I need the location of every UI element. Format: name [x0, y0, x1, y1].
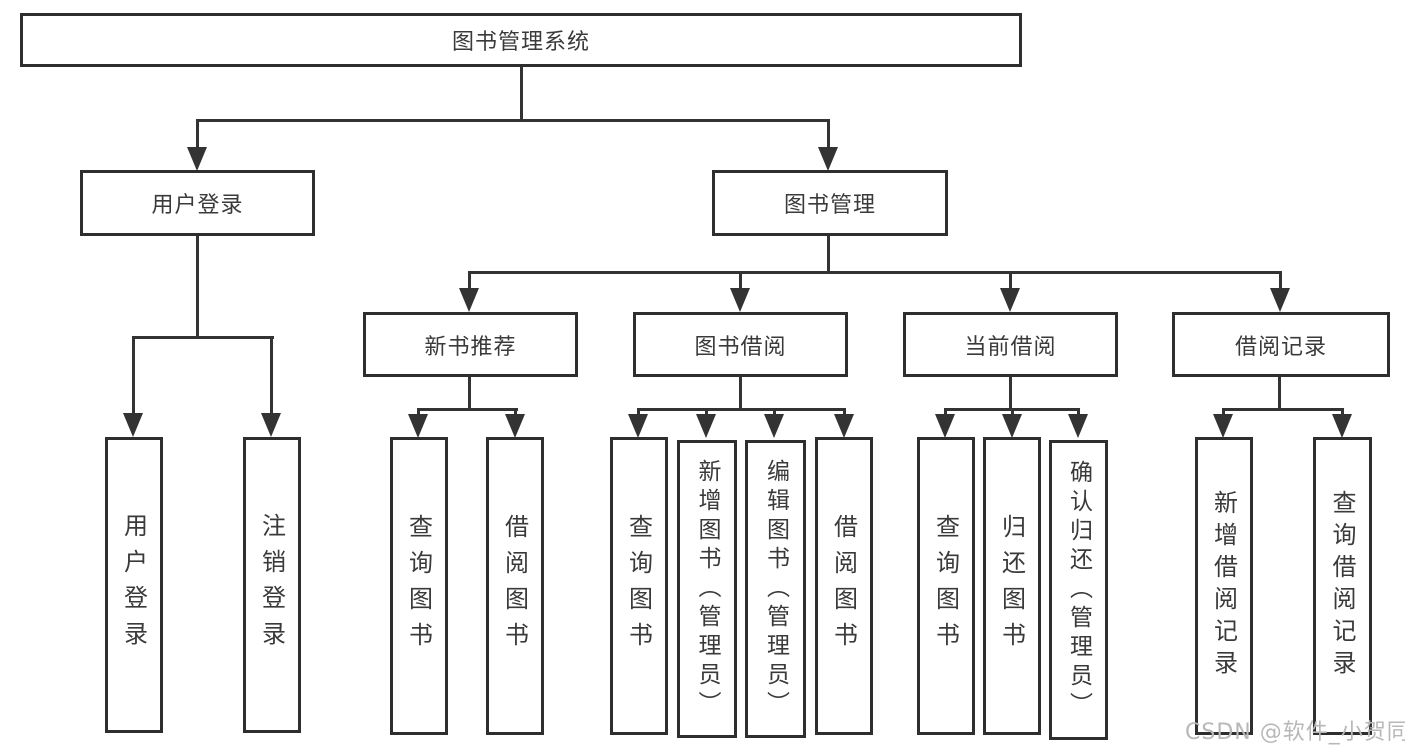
arrow-down-icon	[730, 288, 750, 312]
leaf-add-books-admin: 新增图书（管理员）	[677, 440, 737, 738]
arrow-down-icon	[1068, 414, 1088, 438]
leaf-query-books-current: 查询图书	[917, 437, 975, 735]
arrow-down-icon	[505, 414, 525, 438]
node-library-management-system: 图书管理系统	[20, 13, 1022, 67]
connector-line	[196, 119, 199, 151]
leaf-borrow-books-recommend: 借阅图书	[486, 437, 544, 735]
arrow-down-icon	[261, 413, 281, 437]
connector-line	[1341, 408, 1344, 418]
arrow-down-icon	[696, 414, 716, 438]
connector-line	[417, 408, 420, 418]
connector-line	[1009, 271, 1012, 293]
node-book-management: 图书管理	[712, 170, 948, 236]
leaf-confirm-return-admin: 确认归还（管理员）	[1049, 440, 1108, 740]
node-current-borrowing: 当前借阅	[903, 312, 1118, 377]
leaf-borrow-books-borrow: 借阅图书	[815, 437, 873, 735]
arrow-down-icon	[123, 413, 143, 437]
arrow-down-icon	[1213, 414, 1233, 438]
connector-line	[1222, 408, 1344, 411]
connector-line	[705, 408, 708, 418]
arrow-down-icon	[187, 147, 207, 171]
arrow-down-icon	[935, 414, 955, 438]
connector-line	[468, 377, 471, 408]
leaf-logout: 注销登录	[243, 437, 301, 733]
connector-line	[637, 408, 640, 418]
node-new-book-recommendation: 新书推荐	[363, 312, 578, 377]
connector-line	[1222, 408, 1225, 418]
arrow-down-icon	[818, 147, 838, 171]
leaf-user-login: 用户登录	[105, 437, 163, 733]
connector-line	[132, 336, 135, 416]
arrow-down-icon	[834, 414, 854, 438]
connector-line	[468, 271, 1282, 274]
connector-line	[196, 236, 199, 336]
arrow-down-icon	[408, 414, 428, 438]
leaf-return-books: 归还图书	[983, 437, 1041, 735]
connector-line	[468, 271, 471, 293]
connector-line	[514, 408, 517, 418]
csdn-watermark: CSDN @软件_小贺同学	[1185, 720, 1405, 745]
connector-line	[1011, 408, 1014, 418]
connector-line	[1279, 271, 1282, 293]
arrow-down-icon	[628, 414, 648, 438]
connector-line	[843, 408, 846, 418]
connector-line	[270, 336, 273, 416]
arrow-down-icon	[1332, 414, 1352, 438]
connector-line	[520, 65, 523, 119]
leaf-query-borrow-record: 查询借阅记录	[1313, 437, 1372, 735]
node-user-login: 用户登录	[80, 170, 315, 236]
connector-line	[637, 408, 846, 411]
node-borrowing-records: 借阅记录	[1172, 312, 1390, 377]
connector-line	[1077, 408, 1080, 418]
connector-line	[827, 119, 830, 151]
connector-line	[773, 408, 776, 418]
node-book-borrowing: 图书借阅	[633, 312, 848, 377]
arrow-down-icon	[1000, 288, 1020, 312]
arrow-down-icon	[1270, 288, 1290, 312]
connector-line	[1278, 377, 1281, 408]
arrow-down-icon	[1002, 414, 1022, 438]
connector-line	[739, 271, 742, 293]
connector-line	[944, 408, 947, 418]
leaf-edit-books-admin: 编辑图书（管理员）	[745, 440, 806, 738]
connector-line	[1009, 377, 1012, 408]
connector-line	[417, 408, 518, 411]
connector-line	[196, 119, 830, 122]
connector-line	[827, 236, 830, 271]
arrow-down-icon	[459, 288, 479, 312]
connector-line	[739, 377, 742, 408]
connector-line	[132, 336, 274, 339]
leaf-add-borrow-record: 新增借阅记录	[1195, 437, 1253, 735]
leaf-query-books-borrow: 查询图书	[610, 437, 668, 735]
leaf-query-books-recommend: 查询图书	[390, 437, 448, 735]
arrow-down-icon	[764, 414, 784, 438]
